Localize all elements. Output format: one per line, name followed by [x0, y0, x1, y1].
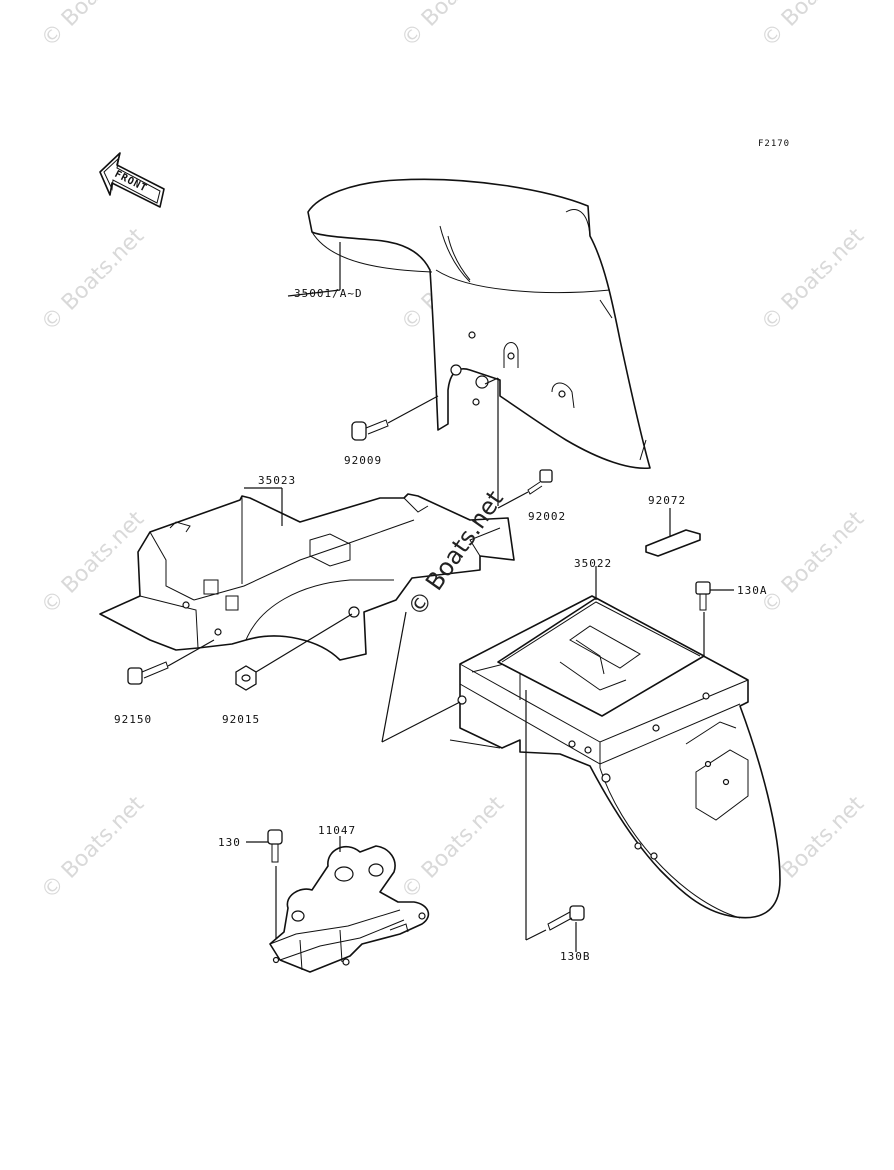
label-nut-92015: 92015 [222, 713, 260, 726]
bolt-92009-icon [351, 419, 389, 441]
label-bolt-130B: 130B [560, 950, 591, 963]
figure-code: F2170 [758, 139, 790, 149]
bolt-130A-icon [695, 581, 711, 611]
watermark: © Boats.net [757, 223, 870, 336]
inner-fender [99, 493, 515, 661]
nut-92015-icon [235, 665, 257, 691]
label-front-fender: 35001/A~D [294, 287, 363, 300]
watermark: © Boats.net [397, 791, 510, 904]
label-strap-92072: 92072 [648, 494, 686, 507]
strap-92072-icon [645, 529, 701, 557]
watermark: © Boats.net [37, 791, 150, 904]
watermark: © Boats.net [37, 0, 150, 52]
bracket-11047 [269, 845, 430, 973]
label-bracket-11047: 11047 [318, 824, 356, 837]
bolt-130-icon [267, 829, 283, 863]
rear-fender [449, 595, 781, 919]
label-bolt-130: 130 [218, 836, 241, 849]
label-inner-fender: 35023 [258, 474, 296, 487]
front-arrow-icon: FRONT [99, 152, 165, 208]
watermark: © Boats.net [757, 0, 870, 52]
bolt-92150-icon [127, 661, 169, 685]
label-rear-fender: 35022 [574, 557, 612, 570]
watermark: © Boats.net [757, 506, 870, 619]
front-fender [307, 178, 651, 470]
label-bolt-130A: 130A [737, 584, 768, 597]
bolt-130B-icon [547, 905, 585, 931]
bolt-92002-icon [527, 469, 553, 495]
watermark: © Boats.net [37, 223, 150, 336]
watermark: © Boats.net [397, 0, 510, 52]
label-bolt-92002: 92002 [528, 510, 566, 523]
label-bolt-92009: 92009 [344, 454, 382, 467]
label-bolt-92150: 92150 [114, 713, 152, 726]
